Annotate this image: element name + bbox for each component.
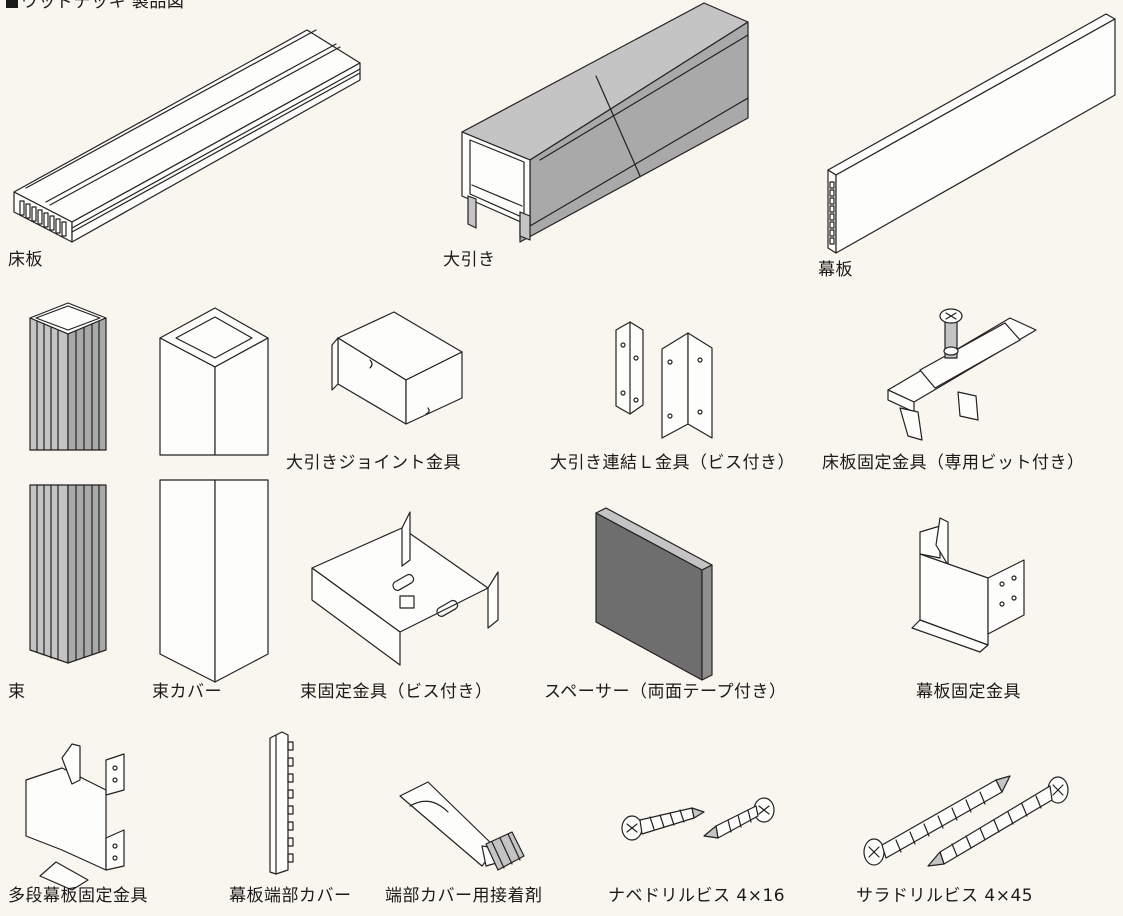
flat-screw-drawing xyxy=(863,775,1069,867)
page-title: ウッドデッキ 製品図 xyxy=(6,0,184,12)
main-beam-drawing xyxy=(461,2,749,243)
fascia-bracket-drawing xyxy=(911,517,1025,653)
multi-fascia-bracket-drawing xyxy=(25,743,125,891)
label-spacer: スペーサー（両面テープ付き） xyxy=(544,682,787,702)
label-adhesive: 端部カバー用接着剤 xyxy=(385,886,543,906)
label-multi-fascia-bracket: 多段幕板固定金具 xyxy=(8,886,148,906)
label-pan-screw: ナベドリルビス 4×16 xyxy=(608,886,786,906)
label-main-beam: 大引き xyxy=(443,250,496,270)
fascia-board-drawing xyxy=(827,13,1116,254)
label-beam-joint: 大引きジョイント金具 xyxy=(286,453,461,473)
pan-screw-drawing xyxy=(621,797,775,841)
label-beam-l-bracket: 大引き連結Ｌ金具（ビス付き） xyxy=(550,453,795,473)
label-flat-screw: サラドリルビス 4×45 xyxy=(856,886,1034,906)
floor-clip-drawing xyxy=(887,308,1037,441)
label-post-bracket: 束固定金具（ビス付き） xyxy=(300,682,493,702)
label-post: 束 xyxy=(8,682,26,702)
label-floor-board: 床板 xyxy=(8,250,43,270)
post-bracket-drawing xyxy=(311,511,499,666)
label-fascia-end-cover: 幕板端部カバー xyxy=(229,886,352,906)
spacer-drawing xyxy=(595,507,713,681)
floor-board-drawing xyxy=(13,29,361,243)
fascia-end-cover-drawing xyxy=(269,731,294,875)
beam-l-bracket-drawing xyxy=(615,321,713,439)
post-cover-drawing xyxy=(159,307,269,683)
label-fascia-bracket: 幕板固定金具 xyxy=(916,682,1021,702)
label-floor-clip: 床板固定金具（専用ビット付き） xyxy=(822,453,1085,473)
beam-joint-drawing xyxy=(331,311,463,425)
square-bullet-icon xyxy=(6,0,18,8)
page-title-text: ウッドデッキ 製品図 xyxy=(21,0,185,12)
adhesive-tube-drawing xyxy=(399,781,525,871)
label-fascia-board: 幕板 xyxy=(818,260,853,280)
label-post-cover: 束カバー xyxy=(152,682,222,702)
post-drawing xyxy=(29,302,107,664)
